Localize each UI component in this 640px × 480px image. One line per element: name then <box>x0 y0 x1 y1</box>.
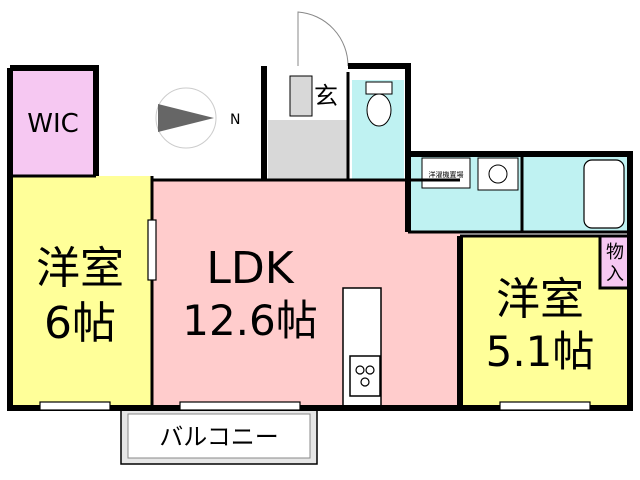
western-room-5-label-2: 5.1帖 <box>486 327 595 376</box>
western-room-6-label-2: 6帖 <box>44 298 116 349</box>
storage-label-1: 物 <box>606 242 624 263</box>
compass-arrow-icon <box>158 104 214 132</box>
western-room-5-label-1: 洋室 <box>496 274 584 325</box>
storage-label-2: 入 <box>606 264 624 285</box>
storage <box>600 236 630 288</box>
western-room-6-label-1: 洋室 <box>36 243 124 294</box>
entrance-floor <box>268 120 348 180</box>
compass: N <box>155 87 240 149</box>
ldk-label-1: LDK <box>206 243 294 294</box>
washroom-label: 洋濯機置場 <box>429 170 464 179</box>
interior-walls <box>10 72 630 408</box>
windows <box>39 219 591 411</box>
wic-room <box>10 68 96 176</box>
wic-label: WIC <box>27 109 79 139</box>
ldk-label-2: 12.6帖 <box>182 296 318 345</box>
compass-label: N <box>230 112 240 128</box>
entrance-label: 玄 <box>314 82 338 110</box>
balcony-label: バルコニー <box>159 423 279 451</box>
western-room-6 <box>10 176 152 408</box>
